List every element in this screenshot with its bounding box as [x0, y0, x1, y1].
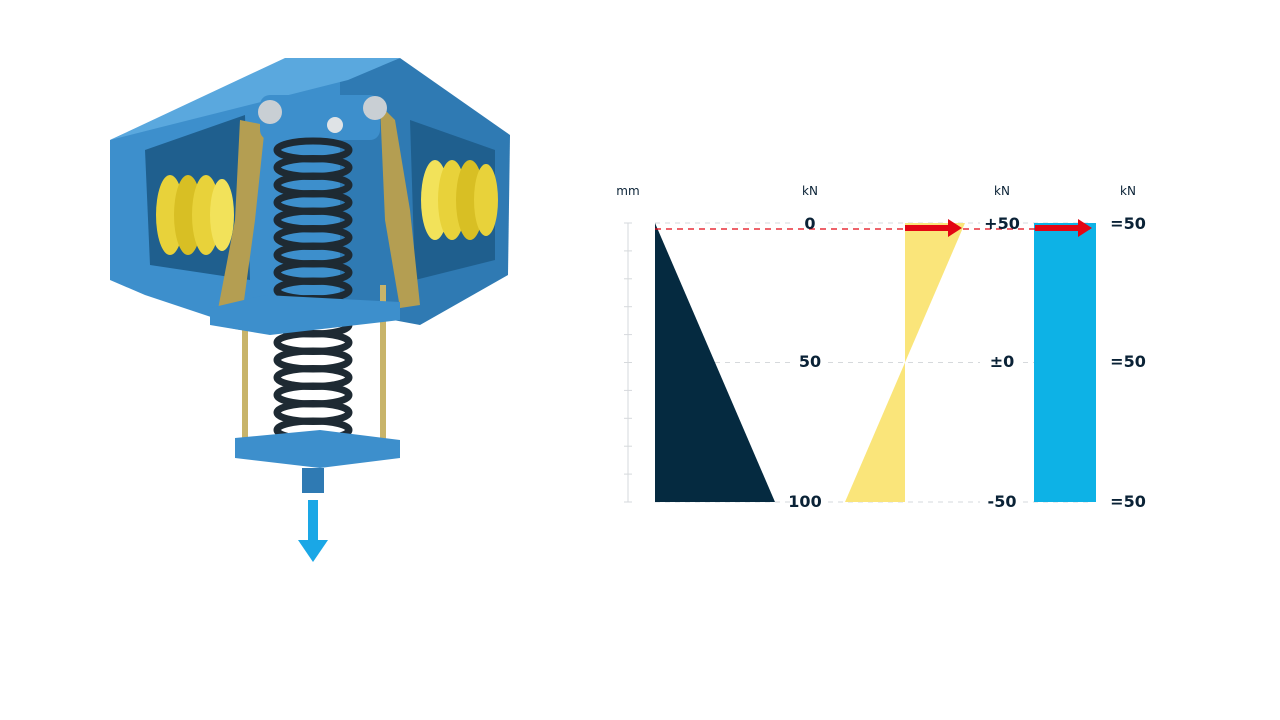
housing-top-edge: [110, 58, 400, 140]
total-label-mid: =50: [1110, 352, 1146, 371]
displacement-label-0: 0: [804, 214, 815, 233]
right-side-spring: [421, 160, 498, 240]
top-bracket: [260, 95, 380, 140]
arrow-right-icon: [905, 219, 962, 237]
spring-plate: [210, 295, 400, 335]
compensation-label-0: ±0: [990, 352, 1015, 371]
compensation-force-area-bottom: [845, 362, 905, 502]
arrow-down-icon: [298, 500, 328, 562]
main-spring-force-area: [655, 223, 775, 502]
load-flange: [235, 430, 400, 468]
unit-kn-main: kN: [802, 184, 818, 198]
right-tie-rod: [380, 285, 386, 450]
displacement-label-50: 50: [799, 352, 821, 371]
constant-hanger-illustration: [110, 58, 510, 562]
total-force-bar: [1034, 223, 1096, 502]
total-label-top: =50: [1110, 214, 1146, 233]
unit-mm: mm: [616, 184, 639, 198]
left-tie-rod: [242, 315, 248, 450]
pivot-left: [258, 100, 282, 124]
force-displacement-diagram: mm kN kN kN 0 50 100 +50 ±0 -50 =50 =50 …: [616, 184, 1146, 511]
load-stud: [302, 468, 324, 493]
unit-kn-total: kN: [1120, 184, 1136, 198]
pivot-center: [327, 117, 343, 133]
compensation-force-area-top: [905, 223, 965, 363]
total-label-bottom: =50: [1110, 492, 1146, 511]
right-cam-arm: [380, 105, 420, 308]
left-side-spring: [156, 175, 234, 255]
displacement-label-100: 100: [788, 492, 821, 511]
compensation-label-minus50: -50: [988, 492, 1017, 511]
left-cam-arm: [215, 120, 265, 330]
main-spring-coil: [273, 137, 353, 443]
arrow-right-icon: [1035, 219, 1092, 237]
unit-kn-compensation: kN: [994, 184, 1010, 198]
displacement-scale: [624, 222, 632, 503]
compensation-label-plus50: +50: [984, 214, 1020, 233]
pivot-right: [363, 96, 387, 120]
